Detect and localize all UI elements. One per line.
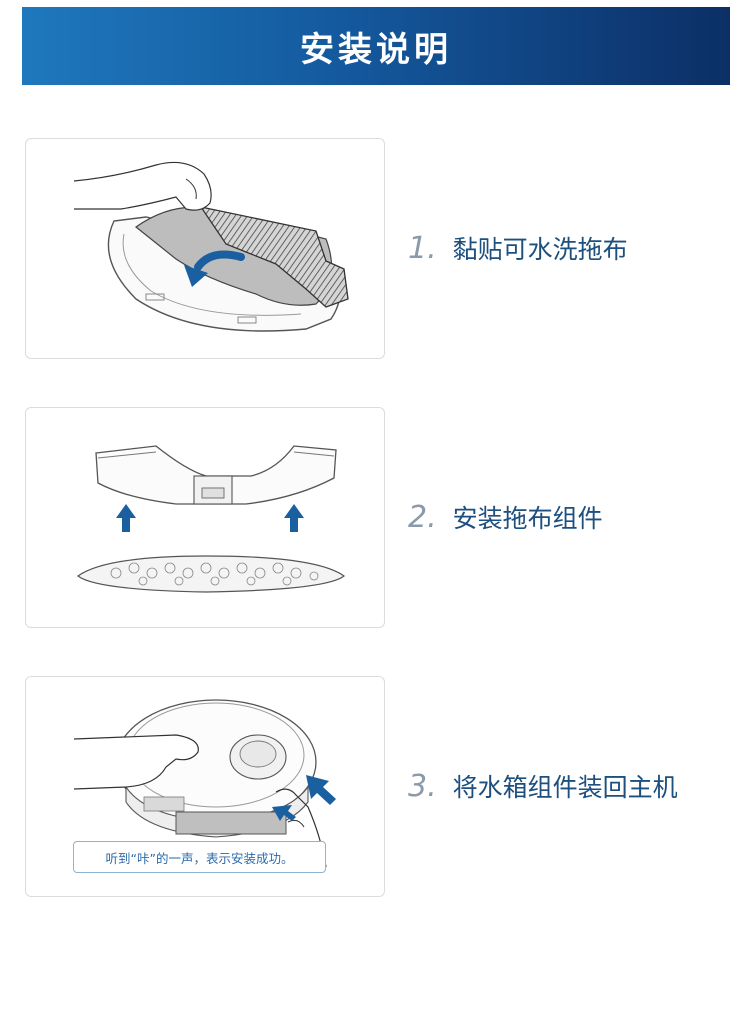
- step-1-card: [25, 138, 385, 359]
- step-1-text: 黏贴可水洗拖布: [452, 235, 628, 264]
- mop-bracket-install-illustration: [76, 445, 346, 593]
- step-3-text: 将水箱组件装回主机: [452, 773, 678, 802]
- step-3-number: 3.: [408, 768, 437, 804]
- step-1-number: 1.: [408, 230, 437, 266]
- header-banner: 安装说明: [22, 7, 730, 85]
- step-2-label: 2. 安装拖布组件: [408, 499, 603, 535]
- install-success-note: 听到“咔”的一声，表示安装成功。: [73, 841, 326, 873]
- mop-cloth-attach-illustration: [73, 161, 349, 332]
- step-2-number: 2.: [408, 499, 437, 535]
- note-text: 听到“咔”的一声，表示安装成功。: [105, 850, 294, 866]
- step-3-label: 3. 将水箱组件装回主机: [408, 768, 678, 804]
- step-1-label: 1. 黏贴可水洗拖布: [408, 230, 628, 266]
- step-2-text: 安装拖布组件: [452, 504, 603, 533]
- step-3-card: 听到“咔”的一声，表示安装成功。: [25, 676, 385, 897]
- page-title: 安装说明: [300, 29, 452, 70]
- step-2-card: [25, 407, 385, 628]
- water-tank-insert-illustration: [73, 699, 336, 868]
